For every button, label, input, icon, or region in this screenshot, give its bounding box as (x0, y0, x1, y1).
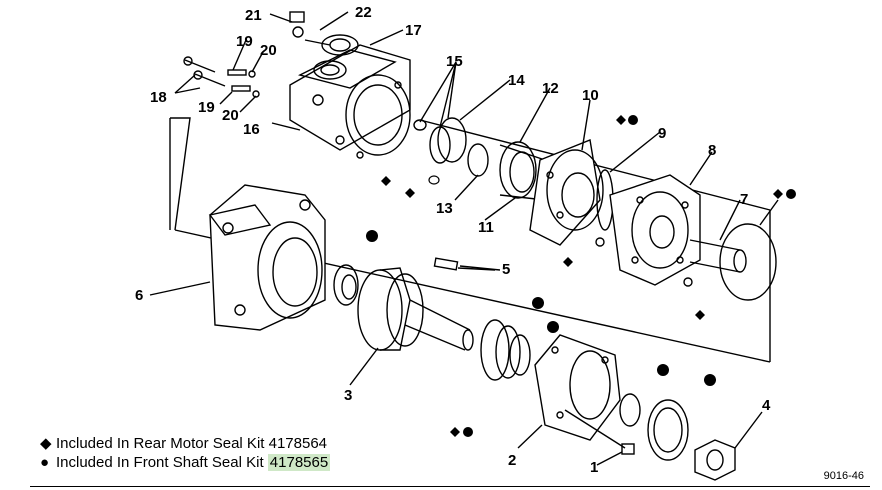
callout-1: 1 (590, 459, 598, 476)
callout-20: 20 (260, 42, 277, 59)
callout-21: 21 (245, 7, 262, 24)
callout-3: 3 (344, 387, 352, 404)
callout-13: 13 (436, 200, 453, 217)
gerotor-8 (609, 174, 701, 286)
frame-top-line (419, 119, 771, 211)
plate-10 (529, 139, 604, 246)
callout-16: 16 (243, 121, 260, 138)
legend-front-text: Included In Front Shaft Seal Kit (56, 454, 268, 471)
callout-19: 19 (236, 33, 253, 50)
legend-front-kit: ● Included In Front Shaft Seal Kit 417856… (40, 454, 331, 471)
legend-rear-text: Included In Rear Motor Seal Kit 4178564 (56, 435, 328, 452)
callout-19-2: 19 (198, 99, 215, 116)
circle-icon: ● (40, 454, 50, 471)
large-o-ring (719, 223, 777, 301)
callout-20-2: 20 (222, 107, 239, 124)
callout-8: 8 (708, 142, 716, 159)
mounting-flange-6 (208, 184, 326, 331)
callout-10: 10 (582, 87, 599, 104)
callout-14: 14 (508, 72, 525, 89)
front-kit-number: 4178565 (267, 454, 331, 471)
figure-code: 9016-46 (823, 470, 864, 482)
callout-18: 18 (150, 89, 167, 106)
legend-rear-kit: ◆Included In Rear Motor Seal Kit 4178564 (40, 434, 327, 452)
callout-4: 4 (762, 397, 771, 414)
bottom-rule (30, 486, 870, 487)
frame-left-edge (170, 117, 191, 231)
nut-4 (694, 439, 736, 481)
seal-kit-markers (366, 115, 796, 437)
front-housing-2 (534, 334, 621, 441)
output-shaft-3 (357, 267, 474, 351)
callout-22: 22 (355, 4, 372, 21)
callout-7: 7 (740, 191, 748, 208)
callout-6: 6 (135, 287, 143, 304)
callout-12: 12 (542, 80, 559, 97)
callout-11: 11 (478, 219, 494, 236)
diamond-icon: ◆ (40, 435, 52, 452)
callout-9: 9 (658, 125, 666, 142)
callout-2: 2 (508, 452, 516, 469)
callout-17: 17 (405, 22, 422, 39)
valve-housing (289, 34, 411, 159)
callout-15: 15 (446, 53, 463, 70)
callout-5: 5 (502, 261, 510, 278)
